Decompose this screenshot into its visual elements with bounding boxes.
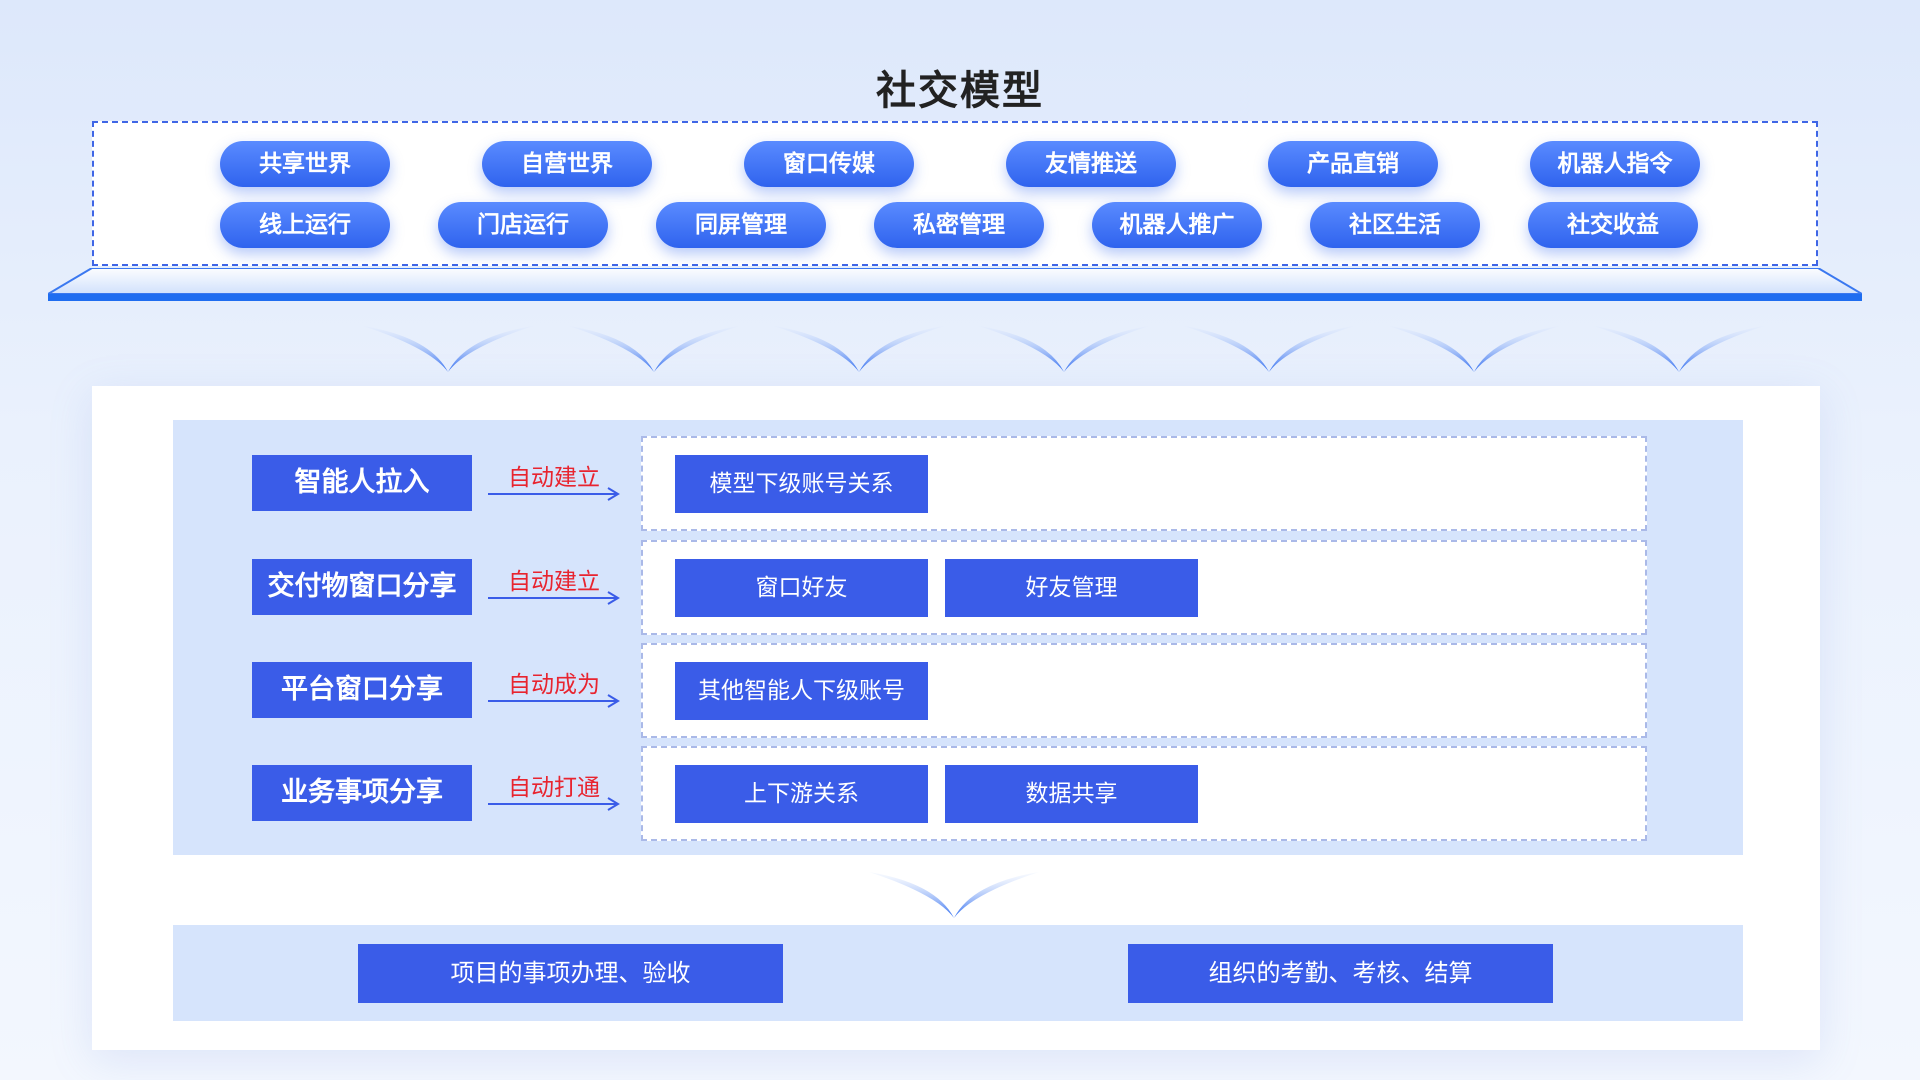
- tag-robot-promotion[interactable]: 机器人推广: [1092, 202, 1262, 248]
- flow-label-deliverable-window-share: 交付物窗口分享: [252, 559, 472, 615]
- flow-action-text: 自动打通: [508, 775, 600, 801]
- tag-shared-world[interactable]: 共享世界: [220, 141, 390, 187]
- tag-private-management[interactable]: 私密管理: [874, 202, 1044, 248]
- chevron-down-icon: [363, 326, 533, 372]
- arrow-right-icon: [488, 797, 620, 811]
- tag-window-media[interactable]: 窗口传媒: [744, 141, 914, 187]
- result-item[interactable]: 数据共享: [945, 765, 1198, 823]
- feature-tags-panel: 共享世界 自营世界 窗口传媒 友情推送 产品直销 机器人指令 线上运行 门店运行…: [92, 121, 1818, 266]
- arrow-right-icon: [488, 591, 620, 605]
- flow-result-panel: 其他智能人下级账号: [641, 643, 1647, 738]
- chevron-down-icon: [1389, 326, 1559, 372]
- outcome-project-acceptance[interactable]: 项目的事项办理、验收: [358, 944, 783, 1003]
- tag-store-operation[interactable]: 门店运行: [438, 202, 608, 248]
- result-item[interactable]: 好友管理: [945, 559, 1198, 617]
- chevron-down-icon: [979, 326, 1149, 372]
- tag-friend-push[interactable]: 友情推送: [1006, 141, 1176, 187]
- flow-action-text: 自动建立: [508, 465, 600, 491]
- chevron-down-icon: [1594, 326, 1764, 372]
- tag-online-operation[interactable]: 线上运行: [220, 202, 390, 248]
- result-item[interactable]: 窗口好友: [675, 559, 928, 617]
- chevron-down-icon: [869, 872, 1039, 918]
- flow-result-panel: 模型下级账号关系: [641, 436, 1647, 531]
- chevron-down-icon: [774, 326, 944, 372]
- tag-community-life[interactable]: 社区生活: [1310, 202, 1480, 248]
- arrow-right-icon: [488, 694, 620, 708]
- tag-direct-sales[interactable]: 产品直销: [1268, 141, 1438, 187]
- flow-arrows-row: [363, 326, 1764, 372]
- result-item[interactable]: 上下游关系: [675, 765, 928, 823]
- chevron-down-icon: [1184, 326, 1354, 372]
- result-item[interactable]: 模型下级账号关系: [675, 455, 928, 513]
- flow-label-business-item-share: 业务事项分享: [252, 765, 472, 821]
- flow-result-panel: 上下游关系 数据共享: [641, 746, 1647, 841]
- flow-result-panel: 窗口好友 好友管理: [641, 540, 1647, 635]
- outcome-organization-settlement[interactable]: 组织的考勤、考核、结算: [1128, 944, 1553, 1003]
- flow-action-text: 自动建立: [508, 569, 600, 595]
- tag-self-operated-world[interactable]: 自营世界: [482, 141, 652, 187]
- flow-label-platform-window-share: 平台窗口分享: [252, 662, 472, 718]
- flow-action-text: 自动成为: [508, 672, 600, 698]
- platform-base: [48, 268, 1862, 301]
- chevron-down-icon: [569, 326, 739, 372]
- page-title: 社交模型: [876, 68, 1044, 114]
- flow-label-smart-person-pull: 智能人拉入: [252, 455, 472, 511]
- arrow-right-icon: [488, 487, 620, 501]
- tag-same-screen-management[interactable]: 同屏管理: [656, 202, 826, 248]
- tag-robot-command[interactable]: 机器人指令: [1530, 141, 1700, 187]
- tag-social-revenue[interactable]: 社交收益: [1528, 202, 1698, 248]
- result-item[interactable]: 其他智能人下级账号: [675, 662, 928, 720]
